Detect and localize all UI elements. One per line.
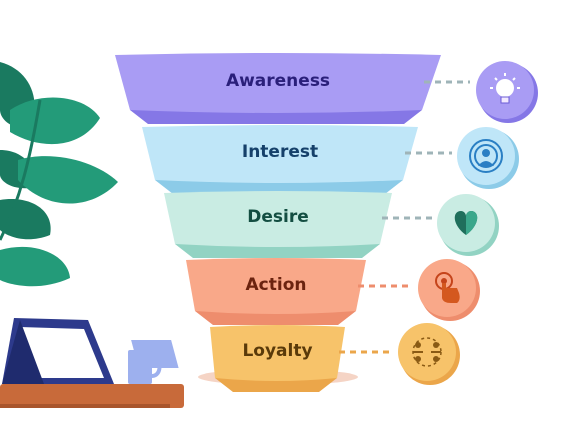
stage-label-loyalty: Loyalty — [242, 341, 313, 361]
funnel-layer-shadow — [130, 110, 422, 124]
stage-label-desire: Desire — [247, 207, 309, 227]
stage-label-interest: Interest — [241, 142, 319, 162]
funnel-layer-interest — [142, 125, 418, 183]
plant-illustration — [0, 62, 118, 287]
funnel-layer-loyalty — [210, 325, 345, 381]
funnel-layer-shadow — [215, 378, 337, 392]
stage-label-action: Action — [245, 275, 307, 295]
broadcast-user-icon — [457, 127, 519, 189]
desk-illustration — [0, 318, 184, 408]
funnel — [115, 53, 441, 392]
funnel-layer-shadow — [175, 244, 380, 258]
community-icon — [398, 323, 460, 385]
funnel-layer-shadow — [195, 311, 356, 325]
stage-label-awareness: Awareness — [225, 71, 331, 91]
hand-click-icon — [418, 259, 480, 321]
funnel-layer-awareness — [115, 53, 441, 113]
stage-icons — [398, 61, 538, 385]
heart-icon — [437, 194, 499, 256]
stage-connectors — [339, 80, 470, 354]
funnel-layer-desire — [164, 191, 392, 247]
funnel-layer-action — [186, 258, 366, 314]
funnel-layer-shadow — [155, 180, 403, 194]
lightbulb-icon — [476, 61, 538, 123]
